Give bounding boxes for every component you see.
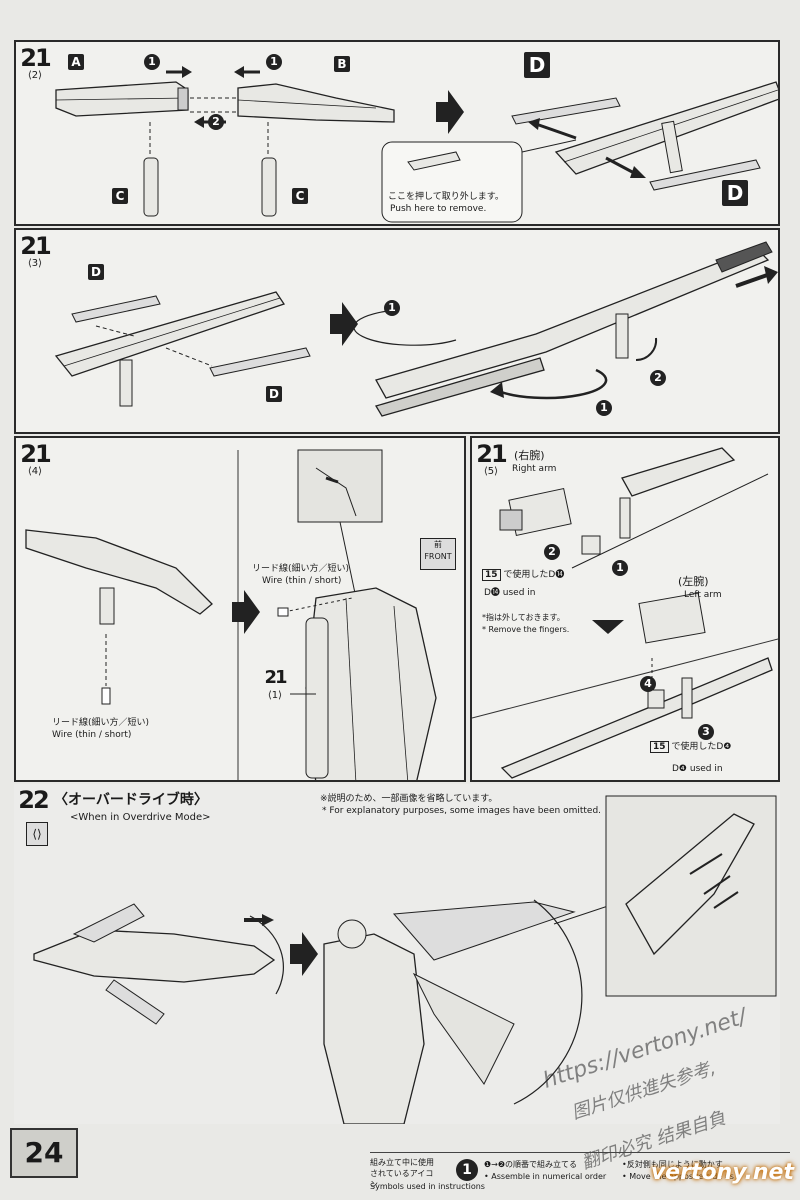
used-in-text-jp-2: で使用したD❹ (671, 742, 732, 752)
legend-item2-jp: •反対側も同じように動かす (622, 1160, 723, 1169)
part-label-d-top: D (88, 264, 104, 280)
order-number-1: 1 (384, 300, 400, 316)
part-label-a: A (68, 54, 84, 70)
step-number: 21 (20, 440, 51, 468)
wire-label-en: Wire (thin / short) (52, 730, 132, 740)
overdrive-title-jp: 〈オーバードライブ時〉 (54, 792, 208, 808)
part-label-d-bottom: D (722, 180, 748, 206)
wire-label-jp-2: リード線(細い方／短い) (252, 564, 350, 574)
order-number-1b: 1 (266, 54, 282, 70)
part-label-d-top: D (524, 52, 550, 78)
part-label-c-left: C (112, 188, 128, 204)
remove-fingers-note-jp: *指は外しておきます。 (482, 613, 565, 622)
step-21-4-illustration (25, 449, 437, 780)
part-label-d-bottom: D (266, 386, 282, 402)
remove-fingers-note-en: * Remove the fingers. (482, 625, 570, 634)
step-number: 21 (476, 440, 507, 468)
step-22-illustration (33, 795, 777, 1124)
step-21-2-illustration (55, 66, 778, 223)
part-label-c-right: C (292, 188, 308, 204)
step-substep: ⟨4⟩ (27, 466, 43, 477)
step-21-3-illustration (54, 241, 778, 417)
left-arm-label-en: Left arm (684, 590, 722, 600)
legend-item1-jp: ❶→❷の順番で組み立てる (484, 1160, 578, 1169)
order-number-3: 3 (698, 724, 714, 740)
legend-title-jp: 組み立て中に使用されているアイコン (370, 1158, 434, 1189)
callout-text-en: Push here to remove. (390, 204, 487, 214)
step-number: 21 (20, 232, 51, 260)
ref-step-number: 21 (264, 667, 287, 688)
order-number-4: 4 (640, 676, 656, 692)
ref-step-substep: ⟨1⟩ (267, 690, 283, 701)
callout-text-jp: ここを押して取り外します。 (388, 192, 504, 202)
front-label-en: FRONT (424, 552, 452, 561)
step-21-4-panel: 21 ⟨4⟩ リード線(細い方／短い) Wire (thin / short) … (14, 436, 466, 782)
step-21-2-panel: 21 ⟨2⟩ (14, 40, 780, 226)
order-number-2: 2 (650, 370, 666, 386)
wire-label-en-2: Wire (thin / short) (262, 576, 342, 586)
omitted-note-en: * For explanatory purposes, some images … (322, 806, 602, 816)
icons-legend: 組み立て中に使用されているアイコン Symbols used in instru… (370, 1152, 790, 1193)
order-number-1: 1 (144, 54, 160, 70)
right-arm-label-en: Right arm (512, 464, 557, 474)
watermark-brand: vertony.net (650, 1160, 794, 1185)
step-substep: ⟨5⟩ (483, 466, 499, 477)
overdrive-icon: ⟨⟩ (26, 822, 48, 846)
front-indicator: 前 FRONT (420, 538, 456, 570)
step-substep: ⟨2⟩ (27, 70, 43, 81)
omitted-note-jp: ※説明のため、一部画像を省略しています。 (320, 794, 498, 804)
order-number-2: 2 (544, 544, 560, 560)
used-in-text-en-1: D⓮ used in (484, 588, 536, 598)
step-21-3-panel: 21 ⟨3⟩ D D 1 1 2 (14, 228, 780, 434)
order-number-2: 2 (208, 114, 224, 130)
ref-step-badge: 21 ⟨1⟩ (260, 666, 290, 702)
part-label-b: B (334, 56, 350, 72)
step-badge: 21 ⟨5⟩ (476, 440, 507, 478)
used-in-step-ref-1: 15 で使用したD⓮ (482, 569, 565, 581)
step-badge: 22 (18, 786, 49, 814)
step-21-5-illustration (472, 447, 778, 779)
order-number-1: 1 (612, 560, 628, 576)
wire-label-jp: リード線(細い方／短い) (52, 718, 150, 728)
legend-item1-en: • Assemble in numerical order (484, 1172, 607, 1181)
legend-title-en: Symbols used in instructions (370, 1182, 485, 1191)
legend-item2-en: • Move the opposite side as (622, 1172, 734, 1181)
step-badge: 21 ⟨2⟩ (20, 44, 51, 82)
used-in-step-num-2: 15 (650, 741, 669, 753)
step-22-panel: 22 〈オーバードライブ時〉 <When in Overdrive Mode> … (14, 784, 780, 1124)
step-badge: 21 ⟨4⟩ (20, 440, 51, 478)
step-21-5-panel: 21 ⟨5⟩ (右腕) Right arm 2 1 15 で使用したD⓮ D⓮ … (470, 436, 780, 782)
front-label-jp: 前 (434, 540, 442, 549)
used-in-step-ref-2: 15 で使用したD❹ (650, 741, 732, 753)
step-substep: ⟨3⟩ (27, 258, 43, 269)
left-arm-label-jp: (左腕) (678, 575, 709, 588)
step-number: 22 (18, 786, 49, 814)
order-number-1b: 1 (596, 400, 612, 416)
used-in-step-num: 15 (482, 569, 501, 581)
legend-icon-order: 1 (456, 1159, 478, 1181)
step-badge: 21 ⟨3⟩ (20, 232, 51, 270)
step-number: 21 (20, 44, 51, 72)
used-in-text-jp: で使用したD⓮ (503, 570, 565, 580)
used-in-text-en-2: D❹ used in (672, 764, 723, 774)
overdrive-title-en: <When in Overdrive Mode> (70, 812, 211, 823)
right-arm-label-jp: (右腕) (514, 449, 545, 462)
page-number: 24 (10, 1128, 78, 1178)
